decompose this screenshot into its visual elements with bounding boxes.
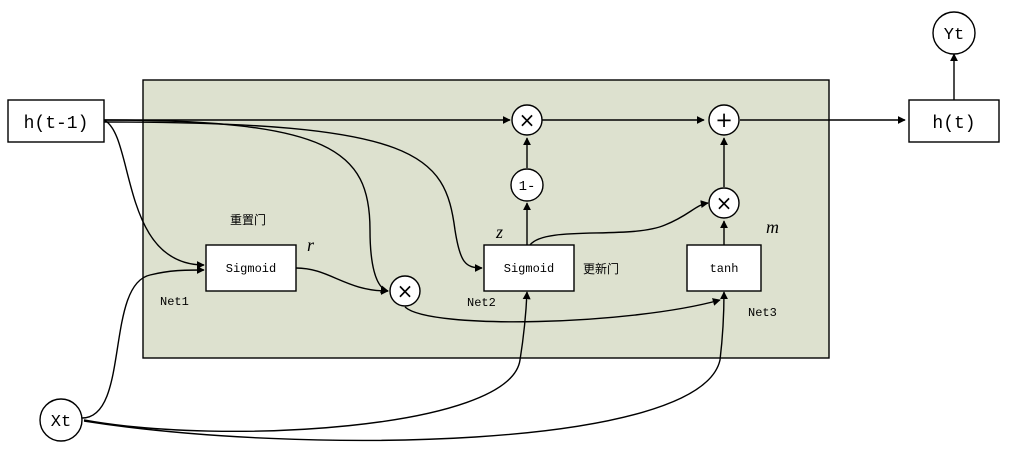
multiply-icon: ×: [519, 108, 536, 132]
update-gate-name: 更新门: [583, 261, 619, 276]
reset-gate-symbol: r: [307, 235, 315, 255]
h-prev-label: h(t-1): [24, 114, 89, 134]
middle-multiply-node: ×: [389, 275, 421, 307]
update-gate-symbol: z: [495, 222, 503, 242]
h-out-node: h(t): [908, 99, 1000, 143]
update-gate-block: Sigmoid: [483, 244, 575, 292]
multiply-icon: ×: [397, 279, 414, 303]
connection-wires: [81, 53, 958, 442]
x-in-label: Xt: [51, 413, 71, 432]
right-multiply-node: ×: [708, 187, 740, 219]
multiply-icon: ×: [716, 191, 733, 215]
plus-icon: +: [715, 108, 733, 132]
candidate-block-label: tanh: [710, 262, 739, 276]
add-node: +: [708, 104, 740, 136]
reset-gate-block-label: Sigmoid: [226, 262, 276, 276]
one-minus-label: 1-: [519, 179, 536, 195]
candidate-net-label: Net3: [748, 306, 777, 320]
reset-gate-name: 重置门: [230, 212, 266, 227]
top-multiply-node: ×: [511, 104, 543, 136]
h-out-label: h(t): [932, 114, 975, 134]
h-prev-node: h(t-1): [7, 99, 105, 143]
candidate-block: tanh: [686, 244, 762, 292]
y-out-node: Yt: [932, 11, 976, 55]
candidate-symbol: m: [766, 217, 779, 237]
reset-gate-net-label: Net1: [160, 295, 189, 309]
update-gate-block-label: Sigmoid: [504, 262, 554, 276]
reset-gate-block: Sigmoid: [205, 244, 297, 292]
one-minus-node: 1-: [510, 168, 544, 202]
update-gate-net-label: Net2: [467, 296, 496, 310]
y-out-label: Yt: [944, 26, 964, 45]
x-in-node: Xt: [39, 398, 83, 442]
